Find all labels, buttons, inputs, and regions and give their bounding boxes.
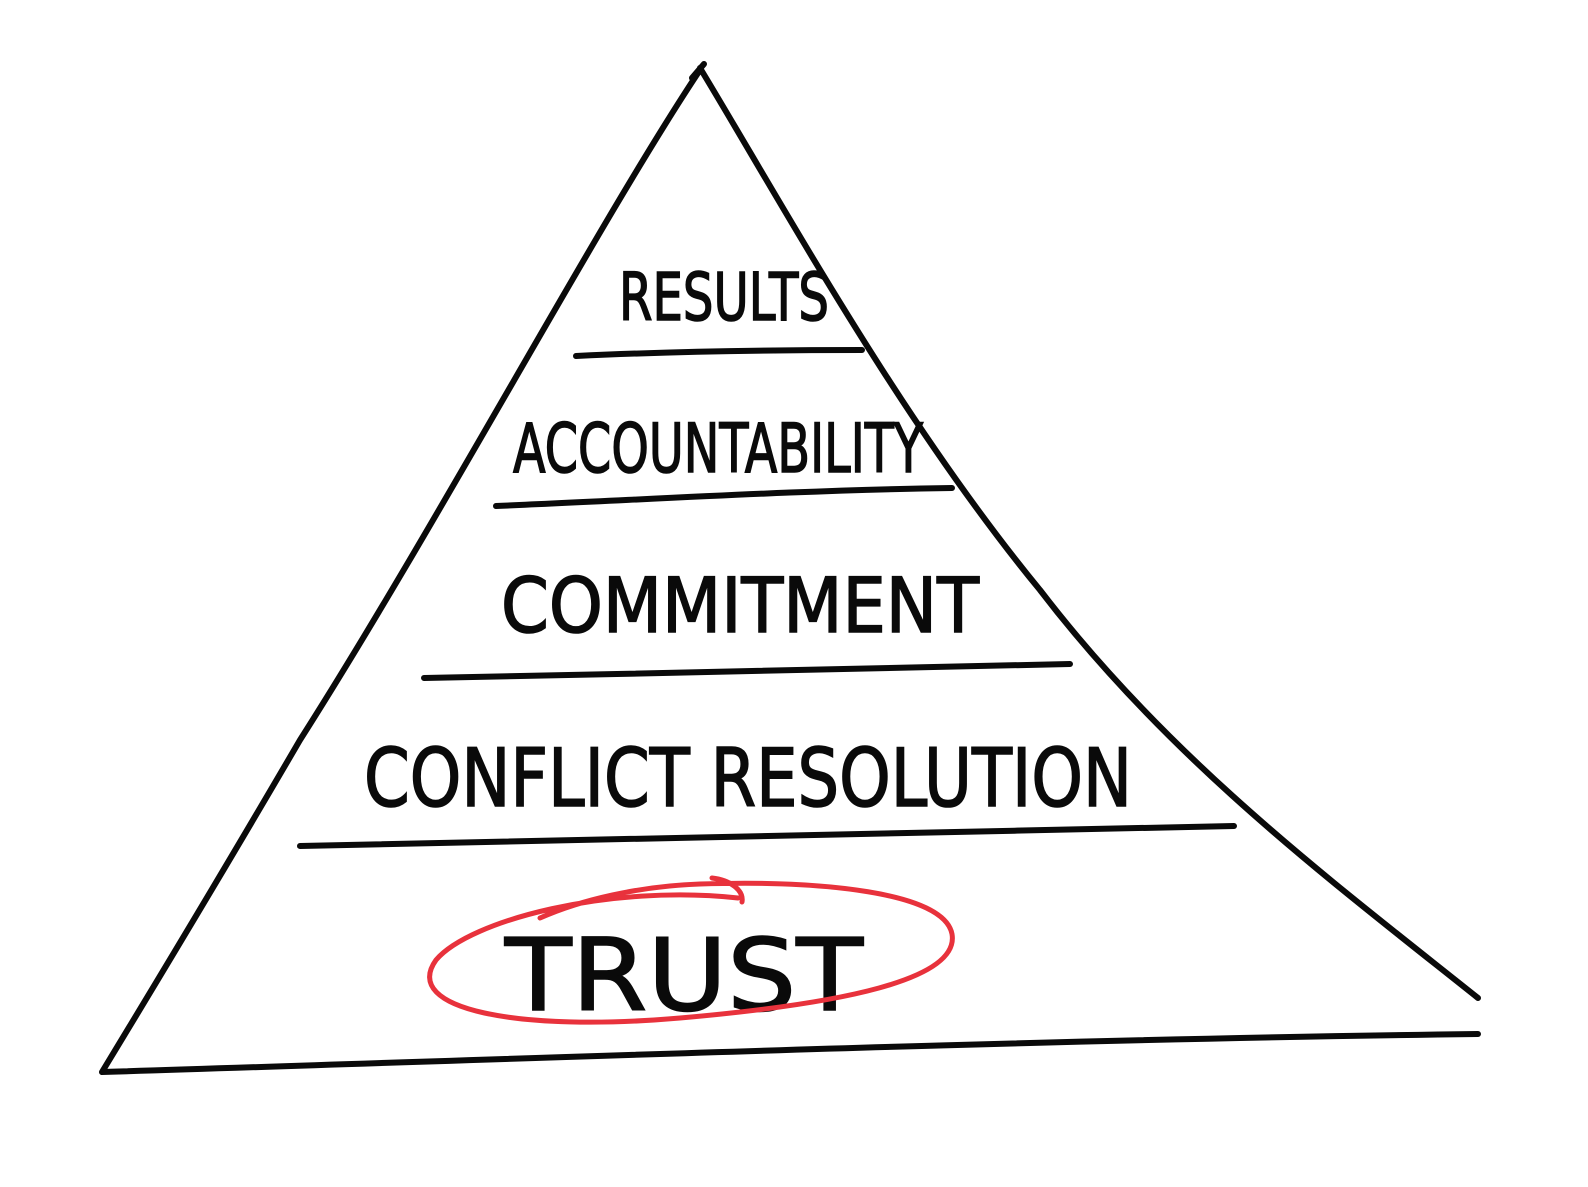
level-label-trust: TRUST xyxy=(504,917,864,1034)
trust-highlight-ring xyxy=(427,875,955,1025)
level-label-commitment: COMMITMENT xyxy=(501,561,980,650)
pyramid-outline xyxy=(99,61,1481,1075)
level-label-results: RESULTS xyxy=(619,259,829,336)
divider-conflict-resolution xyxy=(297,823,1237,849)
level-label-conflict-resolution: CONFLICT RESOLUTION xyxy=(364,732,1132,825)
divider-commitment xyxy=(421,661,1073,681)
level-label-accountability: ACCOUNTABILITY xyxy=(513,410,923,489)
divider-results xyxy=(573,347,865,359)
divider-accountability xyxy=(493,485,955,509)
